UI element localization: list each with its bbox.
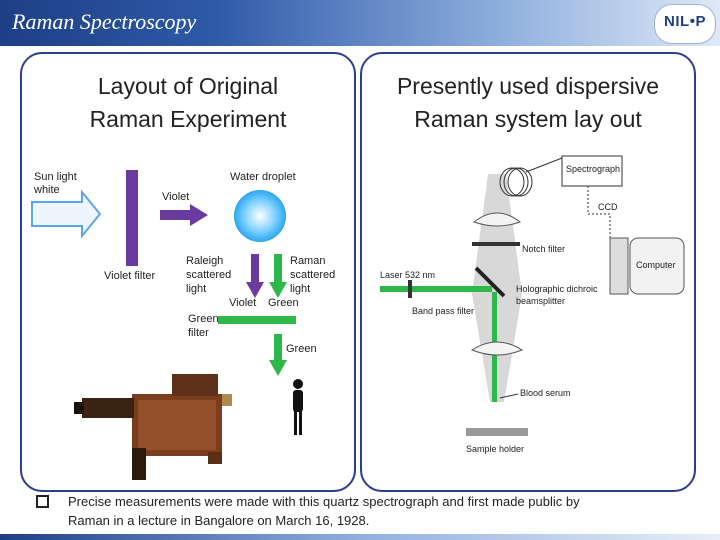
- nilp-logo: NIL•P: [654, 4, 716, 44]
- blood-serum-label: Blood serum: [520, 388, 571, 398]
- violet-arrowhead: [190, 204, 208, 226]
- bottom-bar: [0, 534, 720, 540]
- violet-label: Violet: [162, 191, 189, 203]
- left-title-line1: Layout of Original: [97, 73, 279, 99]
- logo-text: NIL•P: [664, 13, 706, 30]
- right-title-line2: Raman system lay out: [414, 106, 642, 132]
- violet-scatter-head: [246, 282, 264, 298]
- sample-holder: [466, 428, 528, 436]
- green-filter-label-2: filter: [188, 327, 209, 339]
- raman-label-3: light: [290, 283, 310, 295]
- violet-filter: [126, 170, 138, 266]
- green-scatter-beam: [274, 254, 282, 284]
- caption: Precise measurements were made with this…: [68, 492, 688, 530]
- right-panel-title: Presently used dispersive Raman system l…: [362, 70, 694, 136]
- notch-filter-label: Notch filter: [522, 244, 565, 254]
- sunlight-label: Sun light: [34, 171, 77, 183]
- raleigh-label-2: scattered: [186, 269, 231, 281]
- right-title-line1: Presently used dispersive: [396, 73, 660, 99]
- violet-filter-label: Violet filter: [104, 270, 155, 282]
- ccd-cable: [587, 186, 611, 238]
- violet-beam: [160, 210, 190, 220]
- holo-label-1: Holographic dichroic: [516, 284, 598, 294]
- green-beam-lower: [274, 334, 282, 362]
- spectrograph-box: [561, 155, 623, 187]
- dispersive-system-panel: Presently used dispersive Raman system l…: [360, 52, 696, 492]
- raman-label-2: scattered: [290, 269, 335, 281]
- computer-box: [629, 237, 685, 295]
- caption-line2: Raman in a lecture in Bangalore on March…: [68, 513, 370, 528]
- lower-lens: [470, 341, 524, 356]
- left-panel-title: Layout of Original Raman Experiment: [22, 70, 354, 136]
- fiber-coil-icon: [499, 157, 563, 197]
- violet-scatter-beam: [251, 254, 259, 284]
- water-droplet-label: Water droplet: [230, 171, 296, 183]
- laser-label: Laser 532 nm: [380, 270, 435, 280]
- laser-beam: [380, 286, 492, 292]
- white-label: white: [33, 184, 60, 196]
- notch-filter: [472, 242, 520, 246]
- bullet-icon: [36, 495, 49, 508]
- quartz-spectrograph-photo: [74, 374, 232, 480]
- observer-icon: [293, 379, 303, 435]
- left-title-line2: Raman Experiment: [89, 106, 287, 132]
- green-scatter-head: [269, 282, 287, 298]
- upper-lens: [472, 212, 522, 227]
- blood-serum-pointer: [499, 393, 519, 399]
- sample-holder-label: Sample holder: [466, 444, 524, 454]
- original-experiment-panel: Layout of Original Raman Experiment Sun …: [20, 52, 356, 492]
- green-label-2: Green: [286, 343, 317, 355]
- green-beam-head: [269, 360, 287, 376]
- water-droplet: [234, 190, 286, 242]
- original-raman-diagram: Sun light white Violet filter Violet Wat…: [31, 170, 335, 480]
- spectrograph-label: Spectrograph: [566, 164, 620, 174]
- beamsplitter: [474, 266, 506, 298]
- computer-label: Computer: [636, 260, 676, 270]
- ccd-label: CCD: [598, 202, 618, 212]
- violet-label-2: Violet: [229, 297, 256, 309]
- sunlight-arrow: [31, 189, 102, 239]
- dispersive-raman-diagram: Spectrograph CCD Computer Notch filter H…: [380, 155, 685, 454]
- green-filter: [218, 316, 296, 324]
- raman-label-1: Raman: [290, 255, 325, 267]
- bandpass-label: Band pass filter: [412, 306, 474, 316]
- computer-tower: [609, 237, 629, 295]
- holo-label-2: beamsplitter: [516, 296, 565, 306]
- slide-title: Raman Spectroscopy: [12, 9, 197, 34]
- bandpass-filter: [408, 280, 412, 298]
- raleigh-label-1: Raleigh: [186, 255, 223, 267]
- green-filter-label-1: Green: [188, 313, 219, 325]
- title-bar: Raman Spectroscopy NIL•P: [0, 0, 720, 46]
- caption-line1: Precise measurements were made with this…: [68, 494, 580, 509]
- green-label: Green: [268, 297, 299, 309]
- raleigh-label-3: light: [186, 283, 206, 295]
